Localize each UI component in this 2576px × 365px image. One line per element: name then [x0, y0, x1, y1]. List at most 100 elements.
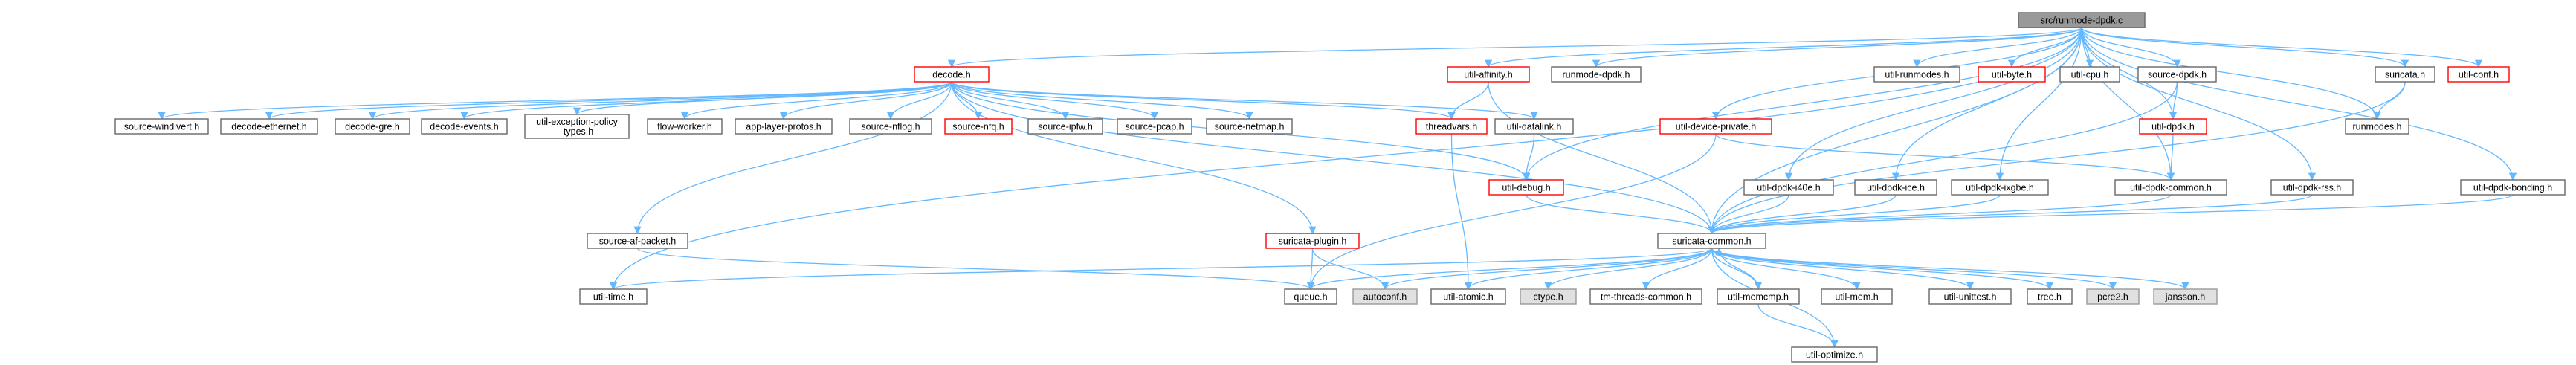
node-label: util-mem.h — [1835, 292, 1878, 303]
edge-suricata-common-to-queue — [1306, 248, 1713, 291]
node-util-dpdk[interactable]: util-dpdk.h — [2139, 118, 2207, 135]
node-box — [220, 118, 318, 135]
node-runmodes-h[interactable]: runmodes.h — [2345, 118, 2409, 135]
node-label: source-windivert.h — [124, 122, 199, 132]
node-flow-worker[interactable]: flow-worker.h — [647, 118, 723, 135]
edge-suricata-common-to-util-memcmp — [1711, 248, 1763, 291]
node-source-dpdk[interactable]: source-dpdk.h — [2137, 66, 2217, 83]
node-label: decode-ethernet.h — [231, 122, 307, 132]
node-suricata-plugin[interactable]: suricata-plugin.h — [1265, 233, 1360, 249]
node-decode-gre[interactable]: decode-gre.h — [335, 118, 410, 135]
node-util-dpdk-common[interactable]: util-dpdk-common.h — [2114, 179, 2227, 196]
node-runmode-dpdk-h[interactable]: runmode-dpdk.h — [1551, 66, 1642, 83]
node-label: suricata-plugin.h — [1279, 236, 1347, 247]
node-tree[interactable]: tree.h — [2027, 288, 2073, 305]
edge-util-dpdk-to-util-dpdk-common — [2166, 133, 2175, 181]
node-util-unittest[interactable]: util-unittest.h — [1928, 288, 2012, 305]
node-util-byte[interactable]: util-byte.h — [1978, 66, 2046, 83]
node-label: util-datalink.h — [1507, 122, 1562, 132]
node-box — [1951, 179, 2049, 196]
node-label: source-pcap.h — [1125, 122, 1184, 132]
node-source-af-packet[interactable]: source-af-packet.h — [587, 233, 688, 249]
node-util-conf[interactable]: util-conf.h — [2447, 66, 2510, 83]
node-util-dpdk-ice[interactable]: util-dpdk-ice.h — [1854, 179, 1937, 196]
node-label-line: source-nflog.h — [861, 122, 920, 132]
node-label: runmodes.h — [2352, 122, 2401, 132]
node-util-exception[interactable]: util-exception-policy-types.h — [524, 114, 630, 139]
node-queue[interactable]: queue.h — [1284, 288, 1337, 305]
node-label-line: util-byte.h — [1992, 70, 2032, 80]
node-source-netmap[interactable]: source-netmap.h — [1206, 118, 1293, 135]
node-label: util-byte.h — [1992, 70, 2032, 80]
edge-source-dpdk-to-suricata-common — [1708, 81, 2178, 235]
node-label-line: queue.h — [1294, 292, 1327, 303]
node-util-time[interactable]: util-time.h — [579, 288, 648, 305]
node-label-line: source-nfq.h — [952, 122, 1004, 132]
node-box — [1027, 118, 1103, 135]
node-box — [735, 118, 833, 135]
node-box — [944, 118, 1013, 135]
node-util-memcmp[interactable]: util-memcmp.h — [1717, 288, 1800, 305]
node-label: util-dpdk-common.h — [2130, 183, 2212, 193]
edge-root-to-runmodes-h — [2081, 27, 2381, 120]
edge-suricata-common-to-jansson — [1711, 248, 2189, 291]
node-label-line: source-windivert.h — [124, 122, 199, 132]
node-suricata-h[interactable]: suricata.h — [2375, 66, 2435, 83]
node-util-mem[interactable]: util-mem.h — [1821, 288, 1893, 305]
node-label-line: util-dpdk-bonding.h — [2473, 183, 2552, 193]
node-box — [1520, 288, 1577, 305]
node-label-line: decode-events.h — [430, 122, 498, 132]
node-app-layer-protos[interactable]: app-layer-protos.h — [735, 118, 833, 135]
edge-suricata-common-to-util-time — [610, 248, 1713, 291]
edge-root-to-runmode-dpdk-h — [1592, 27, 2082, 68]
node-label-line: suricata.h — [2385, 70, 2425, 80]
node-label-line: flow-worker.h — [657, 122, 712, 132]
node-source-ipfw[interactable]: source-ipfw.h — [1027, 118, 1103, 135]
node-decode-events[interactable]: decode-events.h — [421, 118, 508, 135]
node-source-nfq[interactable]: source-nfq.h — [944, 118, 1013, 135]
node-suricata-common[interactable]: suricata-common.h — [1657, 233, 1766, 249]
node-label-line: util-dpdk-rss.h — [2283, 183, 2342, 193]
node-label: ctype.h — [1533, 292, 1563, 303]
node-jansson: jansson.h — [2153, 288, 2218, 305]
node-label: util-dpdk.h — [2151, 122, 2195, 132]
edge-root-to-util-dpdk-bonding — [2081, 27, 2517, 181]
edge-decode-to-flow-worker — [680, 81, 952, 120]
node-root: src/runmode-dpdk.c — [2018, 12, 2146, 28]
node-util-dpdk-rss[interactable]: util-dpdk-rss.h — [2270, 179, 2354, 196]
node-source-nflog[interactable]: source-nflog.h — [849, 118, 932, 135]
node-util-dpdk-bonding[interactable]: util-dpdk-bonding.h — [2460, 179, 2566, 196]
node-threadvars[interactable]: threadvars.h — [1415, 118, 1488, 135]
node-pcre2: pcre2.h — [2086, 288, 2140, 305]
edge-root-to-util-debug — [1522, 27, 2082, 181]
node-util-device-private[interactable]: util-device-private.h — [1659, 118, 1772, 135]
node-source-pcap[interactable]: source-pcap.h — [1117, 118, 1192, 135]
node-util-runmodes[interactable]: util-runmodes.h — [1873, 66, 1960, 83]
node-decode[interactable]: decode.h — [914, 66, 990, 83]
node-util-optimize[interactable]: util-optimize.h — [1791, 346, 1878, 363]
node-box — [1657, 233, 1766, 249]
node-label-line: util-exception-policy — [536, 117, 619, 127]
edge-decode-to-decode-gre — [369, 81, 952, 120]
node-util-debug[interactable]: util-debug.h — [1488, 179, 1564, 196]
node-util-cpu[interactable]: util-cpu.h — [2059, 66, 2120, 83]
node-label: pcre2.h — [2097, 292, 2128, 303]
node-util-dpdk-i40e[interactable]: util-dpdk-i40e.h — [1743, 179, 1834, 196]
edge-suricata-common-to-ctype — [1544, 248, 1713, 291]
node-util-datalink[interactable]: util-datalink.h — [1494, 118, 1574, 135]
edge-decode-to-source-nflog — [886, 81, 952, 120]
node-tm-threads-common[interactable]: tm-threads-common.h — [1589, 288, 1702, 305]
node-box — [1430, 288, 1506, 305]
node-label-line: util-device-private.h — [1676, 122, 1756, 132]
node-util-dpdk-ixgbe[interactable]: util-dpdk-ixgbe.h — [1951, 179, 2049, 196]
node-util-atomic[interactable]: util-atomic.h — [1430, 288, 1506, 305]
node-label: decode-gre.h — [345, 122, 400, 132]
edge-util-affinity-to-threadvars — [1447, 81, 1489, 120]
node-decode-ethernet[interactable]: decode-ethernet.h — [220, 118, 318, 135]
node-util-affinity[interactable]: util-affinity.h — [1447, 66, 1530, 83]
node-label: util-dpdk-bonding.h — [2473, 183, 2552, 193]
node-box — [1284, 288, 1337, 305]
edge-decode-to-source-windivert — [158, 81, 952, 120]
node-source-windivert[interactable]: source-windivert.h — [114, 118, 209, 135]
node-box — [1854, 179, 1937, 196]
